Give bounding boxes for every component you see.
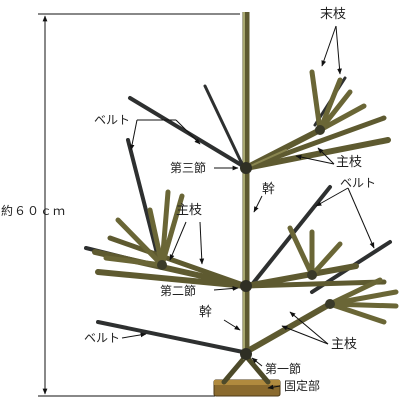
height-dimension-line [38,14,240,396]
third-node-joint [240,162,252,174]
trunk-upper-label: 幹 [262,183,275,197]
node-first-label: 第一節 [265,362,301,376]
fixing-part-label: 固定部 [284,379,320,393]
first-node-joint [240,348,252,360]
belt-right-label: ベルト [340,176,376,190]
node-second-label: 第二節 [160,284,196,298]
trunk-lower-label: 幹 [199,306,212,320]
middle-main-branches [95,192,246,286]
belt-upper-left-label: ベルト [94,113,130,127]
main-branch-middle-label: 主枝 [176,204,202,218]
leaf-branch-label: 末枝 [320,8,346,22]
trunk [244,12,246,360]
node-third-label: 第三節 [170,161,206,175]
second-node-joint [240,280,252,292]
height-label: 約６０ｃｍ [1,204,66,218]
main-branch-lower-label: 主枝 [331,338,357,352]
belt-lower-left-label: ベルト [84,331,120,345]
main-branch-upper-label: 主枝 [336,156,362,170]
upper-main-branches [246,72,388,168]
